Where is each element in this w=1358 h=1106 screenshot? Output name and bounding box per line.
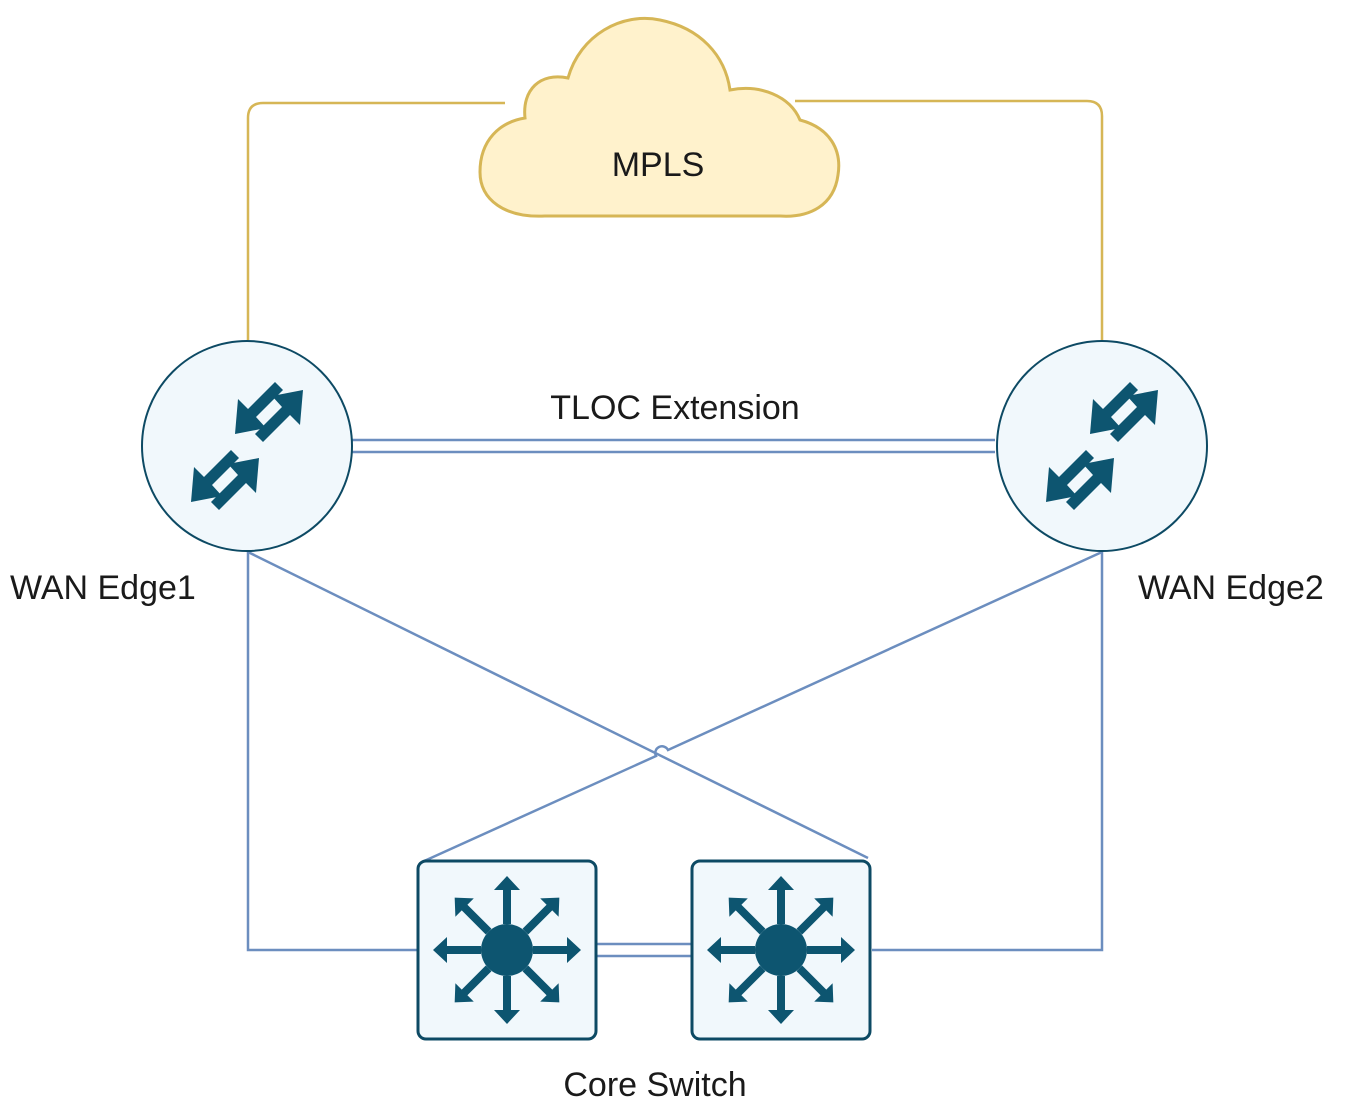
router-wan-edge1 (141, 340, 353, 552)
wan-edge2-label: WAN Edge2 (1138, 569, 1324, 607)
link-edge2-switch1-cross (421, 550, 1103, 864)
mpls-links (246, 99, 1104, 340)
mpls-link-edge2 (795, 99, 1104, 340)
router-wan-edge2 (996, 340, 1208, 552)
mpls-cloud (478, 17, 841, 218)
core-switch-1 (416, 859, 598, 1041)
lan-links (246, 550, 1104, 958)
link-edge1-switch2-cross (247, 550, 869, 860)
mpls-cloud-label: MPLS (611, 146, 705, 184)
tloc-extension-label: TLOC Extension (550, 389, 800, 427)
link-edge1-switch1 (246, 552, 418, 952)
link-edge2-switch2 (872, 552, 1104, 952)
tloc-extension-link (352, 438, 995, 454)
wan-edge1-label: WAN Edge1 (10, 569, 196, 607)
layer3-switch-icon (433, 876, 581, 1024)
core-switch-label: Core Switch (563, 1066, 747, 1104)
layer3-switch-icon (707, 876, 855, 1024)
core-switch-2 (690, 859, 872, 1041)
mpls-link-edge1 (246, 101, 505, 340)
